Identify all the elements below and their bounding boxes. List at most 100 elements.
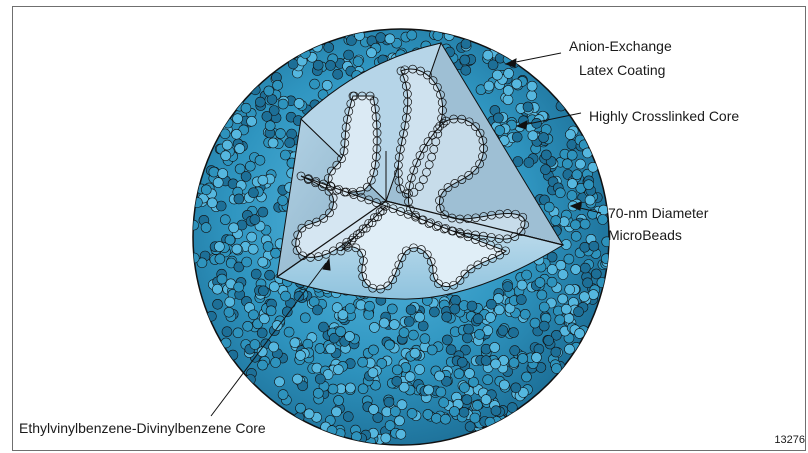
microbead: [524, 158, 534, 168]
microbead: [567, 179, 577, 189]
microbead: [598, 215, 608, 225]
microbead: [564, 313, 574, 323]
microbead: [296, 403, 306, 413]
microbead: [522, 270, 532, 280]
microbead: [389, 320, 399, 330]
microbead: [459, 383, 469, 393]
microbead: [528, 131, 538, 141]
microbead: [259, 314, 269, 324]
microbead: [512, 79, 522, 89]
microbead: [345, 383, 355, 393]
microbead: [399, 328, 409, 338]
label-coating-line2: Latex Coating: [579, 62, 665, 78]
microbead: [272, 321, 282, 331]
microbead: [319, 322, 329, 332]
microbead: [287, 129, 297, 139]
microbead: [235, 144, 245, 154]
microbead: [293, 374, 303, 384]
microbead: [522, 372, 532, 382]
microbead: [541, 165, 551, 175]
microbead: [390, 407, 400, 417]
microbead: [427, 345, 437, 355]
microbead: [483, 375, 493, 385]
microbead: [313, 60, 323, 70]
microbead: [512, 132, 522, 142]
microbead: [285, 138, 295, 148]
microbead: [225, 297, 235, 307]
microbead: [589, 241, 599, 251]
microbead: [385, 340, 395, 350]
microbead: [353, 57, 363, 67]
microbead: [488, 60, 498, 70]
microbead: [379, 318, 389, 328]
microbead: [294, 98, 304, 108]
microbead: [571, 264, 581, 274]
microbead: [296, 350, 306, 360]
microbead: [358, 357, 368, 367]
microbead: [192, 198, 202, 208]
microbead: [565, 130, 575, 140]
microbead: [457, 357, 467, 367]
microbead: [408, 330, 418, 340]
microbead: [461, 65, 471, 75]
label-microbeads-line1: 70-nm Diameter: [608, 205, 709, 221]
microbead: [460, 55, 470, 65]
microbead: [326, 344, 336, 354]
microbead: [278, 390, 288, 400]
microbead: [384, 397, 394, 407]
microbead: [405, 372, 415, 382]
microbead: [503, 95, 513, 105]
pellicular-bead-diagram: Anion-Exchange Latex Coating Highly Cros…: [13, 7, 806, 451]
microbead: [229, 223, 239, 233]
microbead: [233, 114, 243, 124]
microbead: [201, 185, 211, 195]
microbead: [213, 178, 223, 188]
arrow-coating: [511, 53, 561, 63]
microbead: [247, 116, 257, 126]
microbead: [369, 345, 379, 355]
microbead: [486, 299, 496, 309]
microbead: [556, 101, 566, 111]
microbead: [601, 254, 611, 264]
microbead: [313, 305, 323, 315]
microbead: [234, 194, 244, 204]
microbead: [278, 99, 288, 109]
microbead: [269, 282, 279, 292]
microbead: [212, 284, 222, 294]
microbead: [262, 111, 272, 121]
microbead: [475, 329, 485, 339]
microbead: [467, 301, 477, 311]
microbead: [250, 340, 260, 350]
microbead: [312, 42, 322, 52]
microbead: [218, 169, 228, 179]
microbead: [294, 291, 304, 301]
microbead: [251, 269, 261, 279]
microbead: [255, 97, 265, 107]
microbead: [418, 321, 428, 331]
microbead: [575, 159, 585, 169]
microbead: [561, 304, 571, 314]
microbead: [504, 68, 514, 78]
microbead: [216, 201, 226, 211]
microbead: [571, 220, 581, 230]
microbead: [284, 327, 294, 337]
microbead: [435, 371, 445, 381]
microbead: [580, 263, 590, 273]
microbead: [537, 290, 547, 300]
microbead: [336, 327, 346, 337]
microbead: [558, 270, 568, 280]
microbead: [396, 429, 406, 439]
microbead: [415, 365, 425, 375]
microbead: [271, 358, 281, 368]
microbead: [264, 86, 274, 96]
microbead: [257, 328, 267, 338]
microbead: [511, 383, 521, 393]
microbead: [517, 280, 527, 290]
microbead: [544, 202, 554, 212]
microbead: [275, 377, 285, 387]
microbead: [248, 244, 258, 254]
microbead: [473, 314, 483, 324]
microbead: [368, 368, 378, 378]
microbead: [523, 102, 533, 112]
microbead: [258, 360, 268, 370]
